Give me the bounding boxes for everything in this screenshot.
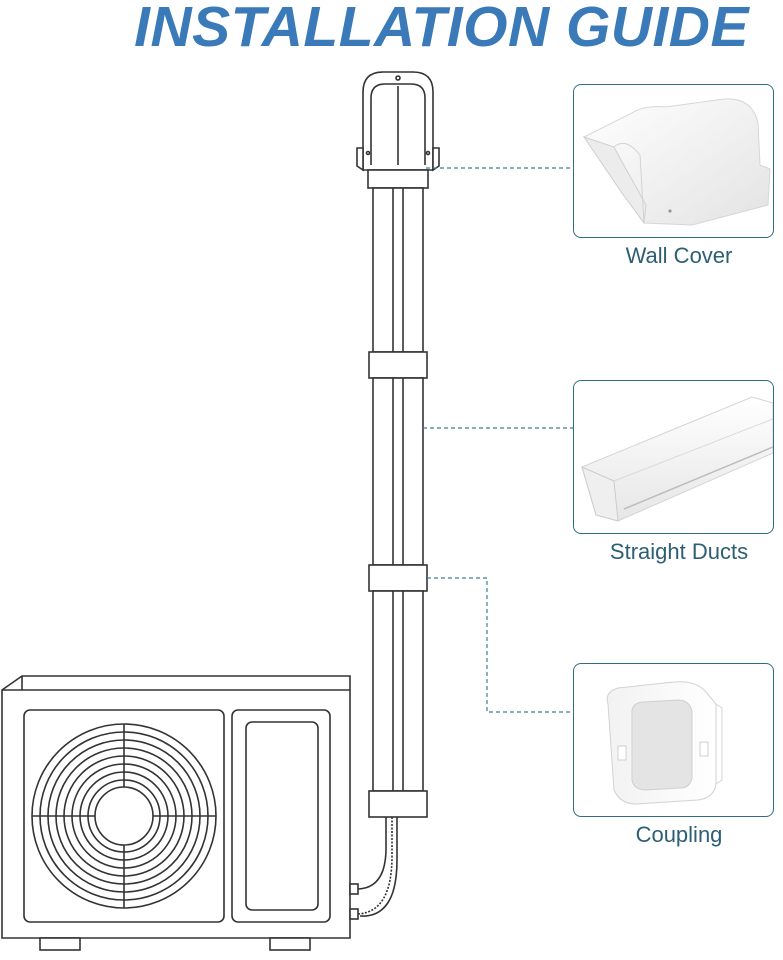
straight-duct-image <box>581 396 773 522</box>
refrigerant-lines <box>357 817 398 917</box>
duct-upper <box>372 187 424 353</box>
wall-cover-card <box>573 84 774 238</box>
wall-cover-drawing <box>356 71 440 189</box>
leader-coupling <box>427 577 573 713</box>
wall-cover-label: Wall Cover <box>625 243 733 268</box>
duct-joint-1 <box>368 351 428 379</box>
coupling-card <box>573 663 774 817</box>
coupling-image <box>606 681 723 805</box>
page-title: INSTALLATION GUIDE <box>134 0 749 59</box>
outdoor-ac-unit <box>1 675 359 951</box>
duct-middle <box>372 377 424 566</box>
coupling-label: Coupling <box>635 822 723 847</box>
duct-lower <box>372 590 424 792</box>
straight-ducts-card <box>573 380 774 534</box>
fan-grille <box>31 723 217 909</box>
wall-cover-image <box>582 98 771 226</box>
duct-joint-2 <box>368 564 428 592</box>
duct-end-fitting <box>368 790 428 818</box>
straight-ducts-label: Straight Ducts <box>609 539 749 564</box>
